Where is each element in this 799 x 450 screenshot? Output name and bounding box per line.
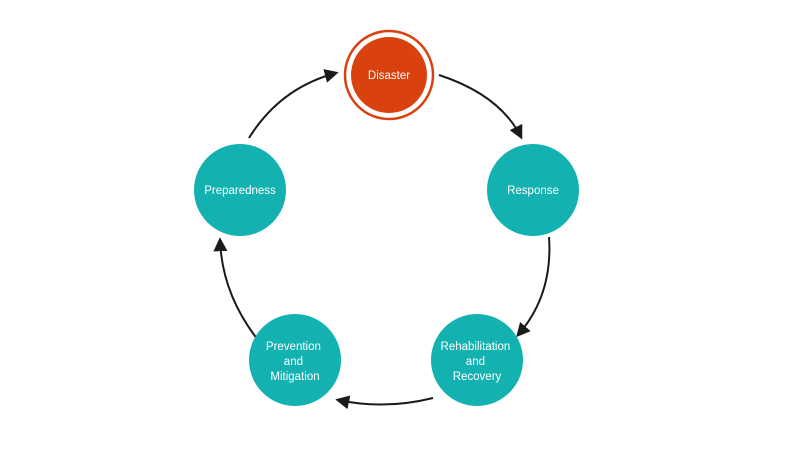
disaster-circle — [351, 37, 427, 113]
node-preparedness: Preparedness — [194, 144, 286, 236]
response-label-line-1: Response — [507, 185, 559, 197]
arrow-preparedness-to-disaster — [248, 69, 339, 139]
node-rehabilitation-and-recovery: Rehabilitation and Recovery — [431, 314, 523, 406]
rehabilitation-label-line-2: and — [466, 356, 485, 368]
cycle-connectors — [213, 69, 551, 410]
preparedness-label: Preparedness — [204, 185, 276, 197]
response-label: Response — [507, 185, 559, 197]
arrow-rehabilitation-to-prevention — [335, 395, 434, 410]
rehabilitation-label: Rehabilitation and Recovery — [441, 341, 514, 383]
disaster-label-line-1: Disaster — [368, 70, 410, 82]
rehabilitation-label-line-3: Recovery — [453, 371, 502, 383]
prevention-label: Prevention and Mitigation — [266, 341, 324, 383]
prevention-label-line-3: Mitigation — [270, 371, 319, 383]
arrow-disaster-to-response — [438, 74, 523, 140]
prevention-circle — [249, 314, 341, 406]
prevention-label-line-1: Prevention — [266, 341, 321, 353]
rehabilitation-label-line-1: Rehabilitation — [441, 341, 511, 353]
preparedness-label-line-1: Preparedness — [204, 185, 276, 197]
node-prevention-and-mitigation: Prevention and Mitigation — [249, 314, 341, 406]
disaster-label: Disaster — [368, 70, 410, 82]
arrow-response-to-rehabilitation — [516, 236, 551, 338]
node-response: Response — [487, 144, 579, 236]
rehabilitation-circle — [431, 314, 523, 406]
arrow-prevention-to-preparedness — [213, 237, 259, 341]
preparedness-circle — [194, 144, 286, 236]
prevention-label-line-2: and — [284, 356, 303, 368]
node-disaster: Disaster — [343, 29, 435, 121]
response-circle — [487, 144, 579, 236]
